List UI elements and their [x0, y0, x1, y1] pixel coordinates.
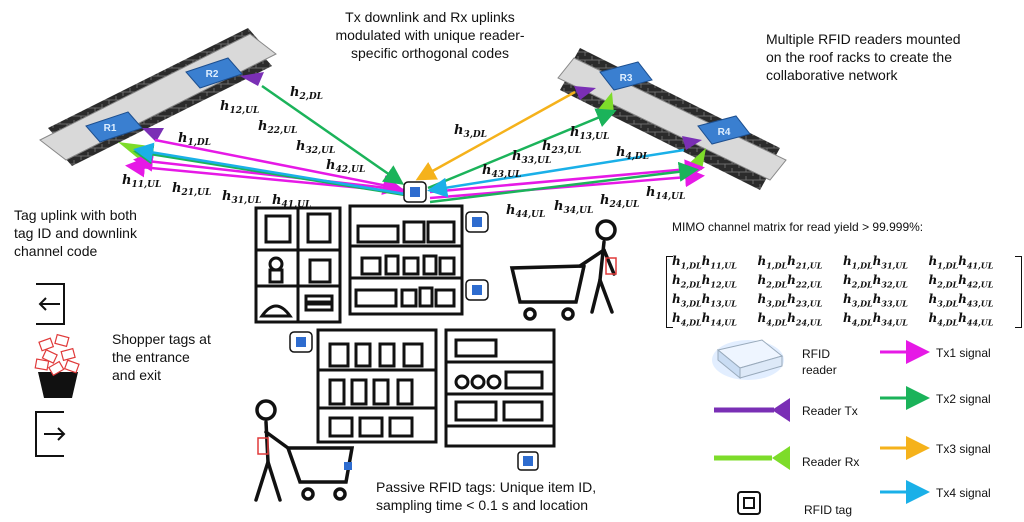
- channel-label: h14,UL: [646, 185, 685, 202]
- channel-labels: h2,DL h12,UL h22,UL h1,DL h32,UL h42,UL …: [122, 85, 685, 220]
- legend-reader-rx-label: Reader Rx: [802, 455, 860, 469]
- legend-graphics: [712, 339, 930, 515]
- exit-icon: [35, 411, 66, 457]
- reader-label: R4: [718, 127, 731, 138]
- legend-line: RFID: [802, 347, 830, 361]
- channel-label: h21,UL: [172, 181, 211, 198]
- matrix-row: h2,DLh12,UL h2,DLh22,UL h2,DLh32,UL h2,DLh4…: [672, 273, 1014, 289]
- channel-label: h2,DL: [290, 85, 323, 102]
- channel-label: h42,UL: [326, 158, 365, 175]
- matrix-cell: h2,DLh22,UL: [757, 273, 823, 290]
- channel-label: h24,UL: [600, 193, 639, 210]
- matrix-cell: h1,DLh31,UL: [843, 254, 908, 271]
- reader-label: R2: [206, 69, 219, 80]
- channel-label: h22,UL: [258, 119, 297, 136]
- entrance-icon: [36, 283, 65, 325]
- legend-line: reader: [802, 363, 837, 377]
- channel-label: h3,DL: [454, 123, 487, 140]
- matrix-cell: h4,DLh44,UL: [928, 311, 994, 328]
- reader-r2: R2: [185, 57, 243, 89]
- caption-line: the entrance: [112, 349, 190, 365]
- caption-line: Tag uplink with both: [14, 207, 137, 223]
- caption-line: specific orthogonal codes: [351, 45, 509, 61]
- shopper-tags-basket-icon: [34, 333, 80, 398]
- matrix-cell: h1,DLh21,UL: [757, 254, 823, 271]
- channel-label: h32,UL: [296, 139, 335, 156]
- shopper-tags-caption: Shopper tags at the entrance and exit: [112, 330, 252, 384]
- shopper-bottom: [254, 399, 355, 502]
- legend-tx1-label: Tx1 signal: [936, 346, 991, 360]
- signal-arrows: [125, 84, 705, 204]
- channel-label: h1,DL: [178, 131, 211, 148]
- mimo-channel-matrix: h1,DLh11,UL h1,DLh21,UL h1,DLh31,UL h1,DLh4…: [666, 254, 1022, 330]
- legend-tx3-label: Tx3 signal: [936, 442, 991, 456]
- mimo-title: MIMO channel matrix for read yield > 99.…: [672, 220, 924, 234]
- channel-label: h11,UL: [122, 173, 161, 190]
- shopper-right: [509, 219, 617, 321]
- caption-line: on the roof racks to create the: [766, 49, 952, 65]
- channel-label: h31,UL: [222, 189, 261, 206]
- passive-tags-caption: Passive RFID tags: Unique item ID, sampl…: [376, 478, 656, 514]
- channel-label: h4,DL: [616, 145, 649, 162]
- matrix-cell: h4,DLh24,UL: [757, 311, 823, 328]
- matrix-row: h3,DLh13,UL h3,DLh23,UL h3,DLh33,UL h3,DLh4…: [672, 292, 1014, 308]
- legend-rfid-reader-label: RFID reader: [802, 346, 837, 378]
- matrix-row: h4,DLh14,UL h4,DLh24,UL h4,DLh34,UL h4,DLh4…: [672, 311, 1014, 327]
- matrix-cell: h3,DLh23,UL: [757, 292, 823, 309]
- channel-label: h43,UL: [482, 163, 521, 180]
- legend-tx2-label: Tx2 signal: [936, 392, 991, 406]
- channel-label: h44,UL: [506, 203, 545, 220]
- reader-label: R3: [620, 73, 633, 84]
- channel-label: h33,UL: [512, 149, 551, 166]
- matrix-cell: h2,DLh42,UL: [928, 273, 994, 290]
- legend-tx4-label: Tx4 signal: [936, 486, 991, 500]
- caption-line: modulated with unique reader-: [335, 27, 525, 43]
- reader-r4: R4: [697, 115, 751, 145]
- matrix-row: h1,DLh11,UL h1,DLh21,UL h1,DLh31,UL h1,DLh4…: [672, 254, 1014, 270]
- caption-line: and exit: [112, 367, 162, 383]
- channel-label: h12,UL: [220, 99, 259, 116]
- store-shelf-bottom-left: [316, 328, 438, 444]
- matrix-cell: h3,DLh33,UL: [843, 292, 908, 309]
- top-center-caption: Tx downlink and Rx uplinks modulated wit…: [300, 8, 560, 62]
- channel-label: h34,UL: [554, 199, 593, 216]
- matrix-cell: h2,DLh12,UL: [672, 273, 737, 290]
- item-tags: [289, 211, 539, 471]
- left-wall: [39, 28, 277, 166]
- caption-line: channel code: [14, 243, 98, 259]
- reader-label: R1: [104, 123, 117, 134]
- matrix-cell: h2,DLh32,UL: [843, 273, 908, 290]
- caption-line: Shopper tags at: [112, 331, 211, 347]
- matrix-cell: h3,DLh43,UL: [928, 292, 994, 309]
- matrix-right-bracket: [1015, 256, 1022, 328]
- matrix-cell: h4,DLh14,UL: [672, 311, 737, 328]
- matrix-cell: h1,DLh11,UL: [672, 254, 737, 271]
- reader-r3: R3: [599, 61, 653, 91]
- caption-line: Tx downlink and Rx uplinks: [345, 9, 515, 25]
- channel-label: h23,UL: [542, 139, 581, 156]
- tag-uplink-caption: Tag uplink with both tag ID and downlink…: [14, 206, 214, 260]
- caption-line: collaborative network: [766, 67, 898, 83]
- central-rfid-tag: [403, 181, 427, 203]
- matrix-cell: h1,DLh41,UL: [928, 254, 994, 271]
- caption-line: tag ID and downlink: [14, 225, 137, 241]
- matrix-cell: h3,DLh13,UL: [672, 292, 737, 309]
- caption-line: sampling time < 0.1 s and location: [376, 497, 589, 513]
- legend-reader-tx-label: Reader Tx: [802, 404, 858, 418]
- matrix-cell: h4,DLh34,UL: [843, 311, 908, 328]
- channel-label: h41,UL: [272, 193, 311, 210]
- caption-line: Passive RFID tags: Unique item ID,: [376, 479, 597, 495]
- store-cabinet: [254, 206, 342, 324]
- matrix-left-bracket: [666, 256, 673, 328]
- caption-line: Multiple RFID readers mounted: [766, 31, 961, 47]
- legend-rfid-tag-label: RFID tag: [804, 503, 853, 517]
- store-shelf-bottom-right: [444, 328, 556, 448]
- store-shelf-top: [348, 204, 464, 316]
- top-right-caption: Multiple RFID readers mounted on the roo…: [766, 30, 1006, 86]
- channel-label: h13,UL: [570, 125, 609, 142]
